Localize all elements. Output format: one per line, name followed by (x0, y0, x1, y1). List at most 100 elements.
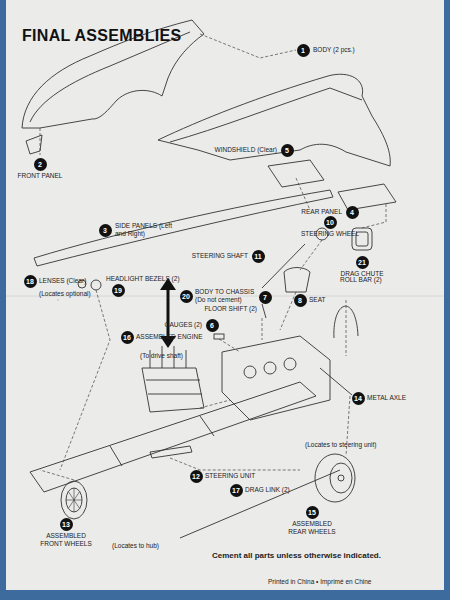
callout-node: 16ASSEMBLED ENGINE (121, 331, 134, 344)
part-name: HEADLIGHT BEZELS (2) (106, 275, 180, 283)
callout-node: 20BODY TO CHASSIS(Do not cement) (180, 290, 193, 303)
rear-wheel-rim (330, 463, 352, 493)
part-name-block: DRAG LINK (2) (245, 486, 290, 494)
callout-number: 5 (281, 144, 294, 157)
side-panel (34, 190, 333, 266)
callout-number: 10 (324, 216, 337, 229)
rear-hub (338, 475, 344, 481)
note-label: Cement all parts unless otherwise indica… (212, 552, 381, 560)
callout-number: 12 (190, 470, 203, 483)
body-right-line (170, 88, 362, 142)
part-name-block: FLOOR SHIFT (2) (204, 305, 257, 313)
sheet-title: FINAL ASSEMBLIES (22, 27, 181, 45)
callout-node: 18LENSES (Clear) (24, 275, 37, 288)
part-name: FRONT PANEL (18, 172, 63, 180)
part-name: BODY TO CHASSIS (195, 288, 254, 296)
callout-number: 18 (24, 275, 37, 288)
part-name: REAR PANEL (301, 208, 342, 216)
callout-node: 2FRONT PANEL (34, 158, 47, 171)
callout-node: 15ASSEMBLED REAR WHEELS (306, 506, 319, 519)
note-label: (Locates to steering unit) (305, 441, 377, 449)
part-name-block: REAR PANEL (301, 208, 342, 216)
callout-node: 14METAL AXLE (352, 392, 365, 405)
callout-number: 1 (297, 44, 310, 57)
callout-number: 3 (99, 224, 112, 237)
part-name: ASSEMBLED ENGINE (136, 333, 202, 341)
callout-node: 3SIDE PANELS (Left and Right) (99, 224, 112, 237)
note-label: (To drive shaft) (140, 352, 183, 360)
part-name: ASSEMBLED REAR WHEELS (286, 520, 338, 536)
part-name: STEERING UNIT (205, 472, 255, 480)
note-label: Printed in China • Imprimé en Chine (268, 578, 371, 586)
callout-number: 21 (356, 256, 369, 269)
note-label: (Locates optional) (39, 290, 91, 298)
callout-node: 8SEAT (294, 294, 307, 307)
paper-sheet (6, 0, 444, 590)
part-name: (Do not cement) (195, 296, 254, 304)
gauge-hole (264, 362, 276, 374)
cockpit-tub (222, 336, 330, 420)
gauges (214, 334, 224, 339)
part-name-block: BODY TO CHASSIS(Do not cement) (195, 288, 254, 304)
callout-number: 16 (121, 331, 134, 344)
callout-number: 15 (306, 506, 319, 519)
callout-number: 8 (294, 294, 307, 307)
leader-lines (40, 34, 386, 480)
callout-number: 17 (230, 484, 243, 497)
part-outlines (22, 20, 396, 538)
part-name-block: FRONT PANEL (18, 172, 63, 180)
part-name: ASSEMBLED FRONT WHEELS (38, 532, 94, 548)
callout-number: 2 (34, 158, 47, 171)
callout-number: 4 (346, 206, 359, 219)
wheel-spokes (66, 488, 82, 512)
part-name: BODY (2 pcs.) (313, 46, 355, 54)
part-name-block: WINDSHIELD (Clear) (215, 146, 277, 154)
callout-node: 1BODY (2 pcs.) (297, 44, 310, 57)
part-name: FLOOR SHIFT (2) (204, 305, 257, 313)
callout-node: 12STEERING UNIT (190, 470, 203, 483)
gauge-hole (284, 358, 296, 370)
part-name-block: BODY (2 pcs.) (313, 46, 355, 54)
part-name-block: HEADLIGHT BEZELS (2) (106, 275, 180, 283)
callout-number: 13 (60, 518, 73, 531)
steering-shaft (262, 244, 305, 288)
windshield (268, 160, 324, 187)
part-name: STEERING SHAFT (192, 252, 248, 260)
rear-wheel (315, 454, 355, 502)
callout-node: 17DRAG LINK (2) (230, 484, 243, 497)
part-name-block: ASSEMBLED FRONT WHEELS (38, 532, 94, 548)
part-name: LENSES (Clear) (39, 277, 86, 285)
part-name-block: LENSES (Clear) (39, 277, 86, 285)
callout-node: 21DRAG CHUTE (356, 256, 369, 269)
part-name-block: METAL AXLE (367, 394, 406, 402)
callout-node: 13ASSEMBLED FRONT WHEELS (60, 518, 73, 531)
part-name: SIDE PANELS (Left and Right) (115, 222, 177, 238)
part-name-block: GAUGES (2) (164, 321, 202, 329)
front-wheel (61, 481, 87, 519)
gauge-hole (244, 366, 256, 378)
part-name: WINDSHIELD (Clear) (215, 146, 277, 154)
callout-number: 19 (112, 284, 125, 297)
callout-node: 10STEERING WHEEL (324, 216, 337, 229)
callout-node: 19HEADLIGHT BEZELS (2) (112, 284, 125, 297)
rear-panel (338, 184, 396, 210)
callout-number: 11 (252, 250, 265, 263)
callout-node: 7FLOOR SHIFT (2) (259, 291, 272, 304)
callout-node: 6GAUGES (2) (206, 319, 219, 332)
part-name-block: STEERING UNIT (205, 472, 255, 480)
front-panel (26, 135, 42, 154)
steering-unit (150, 446, 192, 458)
callout-number: 6 (206, 319, 219, 332)
part-name-block: ASSEMBLED REAR WHEELS (286, 520, 338, 536)
callout-node: 5WINDSHIELD (Clear) (281, 144, 294, 157)
part-name-block: SIDE PANELS (Left and Right) (115, 222, 177, 238)
callout-node: 11STEERING SHAFT (252, 250, 265, 263)
callout-number: 14 (352, 392, 365, 405)
floor-shift (262, 304, 266, 318)
headlight-bezel (91, 280, 101, 290)
callout-number: 7 (259, 291, 272, 304)
metal-axle (320, 368, 352, 395)
part-name: SEAT (309, 296, 326, 304)
front-wheel-rim (66, 488, 82, 512)
drag-link (180, 470, 340, 538)
